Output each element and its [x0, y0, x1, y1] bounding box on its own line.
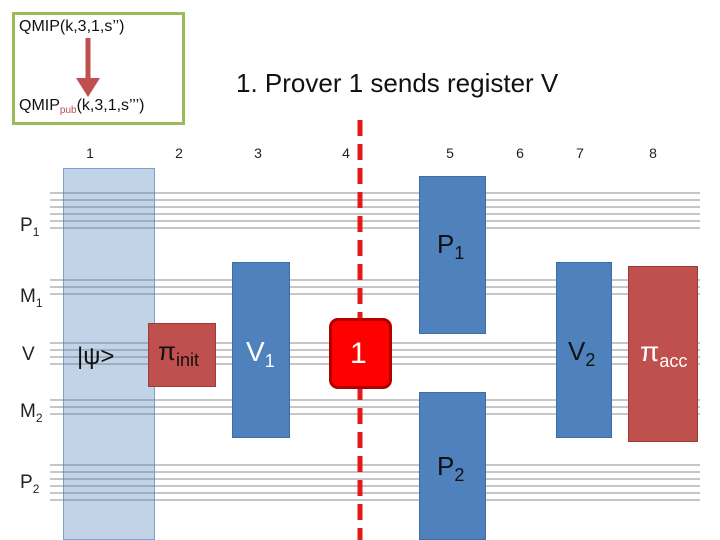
register-label-m1: M1 [20, 286, 43, 310]
column-number-6: 6 [516, 145, 524, 161]
register-label-m2: M2 [20, 401, 43, 425]
column-number-5: 5 [446, 145, 454, 161]
gate-v1 [232, 262, 290, 438]
gate-pi-init [148, 323, 216, 387]
gate-pi-acc [628, 266, 698, 442]
protocol-box [12, 12, 185, 125]
column-number-2: 2 [175, 145, 183, 161]
reduction-arrow [76, 38, 100, 97]
highlighted-step-label: 1 [350, 337, 367, 370]
box-line-qmip-pub: QMIPpub(k,3,1,s’’’) [19, 97, 145, 116]
gate-p1-label: P1 [437, 229, 465, 263]
gate-v1-label: V1 [246, 336, 275, 371]
gate-p1 [419, 176, 486, 334]
gate-v2 [556, 262, 612, 438]
initial-state-column [63, 168, 155, 540]
step-heading: 1. Prover 1 sends register V [236, 68, 559, 98]
gate-p2-label: P2 [437, 451, 465, 485]
highlighted-step-box [329, 318, 392, 389]
gate-pi-acc-label: πacc [640, 336, 688, 371]
column-number-7: 7 [576, 145, 584, 161]
column-number-8: 8 [649, 145, 657, 161]
column-number-4: 4 [342, 145, 350, 161]
register-label-p1: P1 [20, 215, 40, 239]
gate-p2 [419, 392, 486, 540]
gate-pi-init-label: πinit [158, 336, 199, 370]
gate-v2-label: V2 [568, 336, 596, 370]
column-number-3: 3 [254, 145, 262, 161]
box-line-qmip: QMIP(k,3,1,s’’) [19, 18, 125, 35]
register-label-v: V [22, 344, 35, 365]
register-label-p2: P2 [20, 472, 40, 496]
initial-state-label: |ψ> [77, 343, 115, 370]
column-number-1: 1 [86, 145, 94, 161]
